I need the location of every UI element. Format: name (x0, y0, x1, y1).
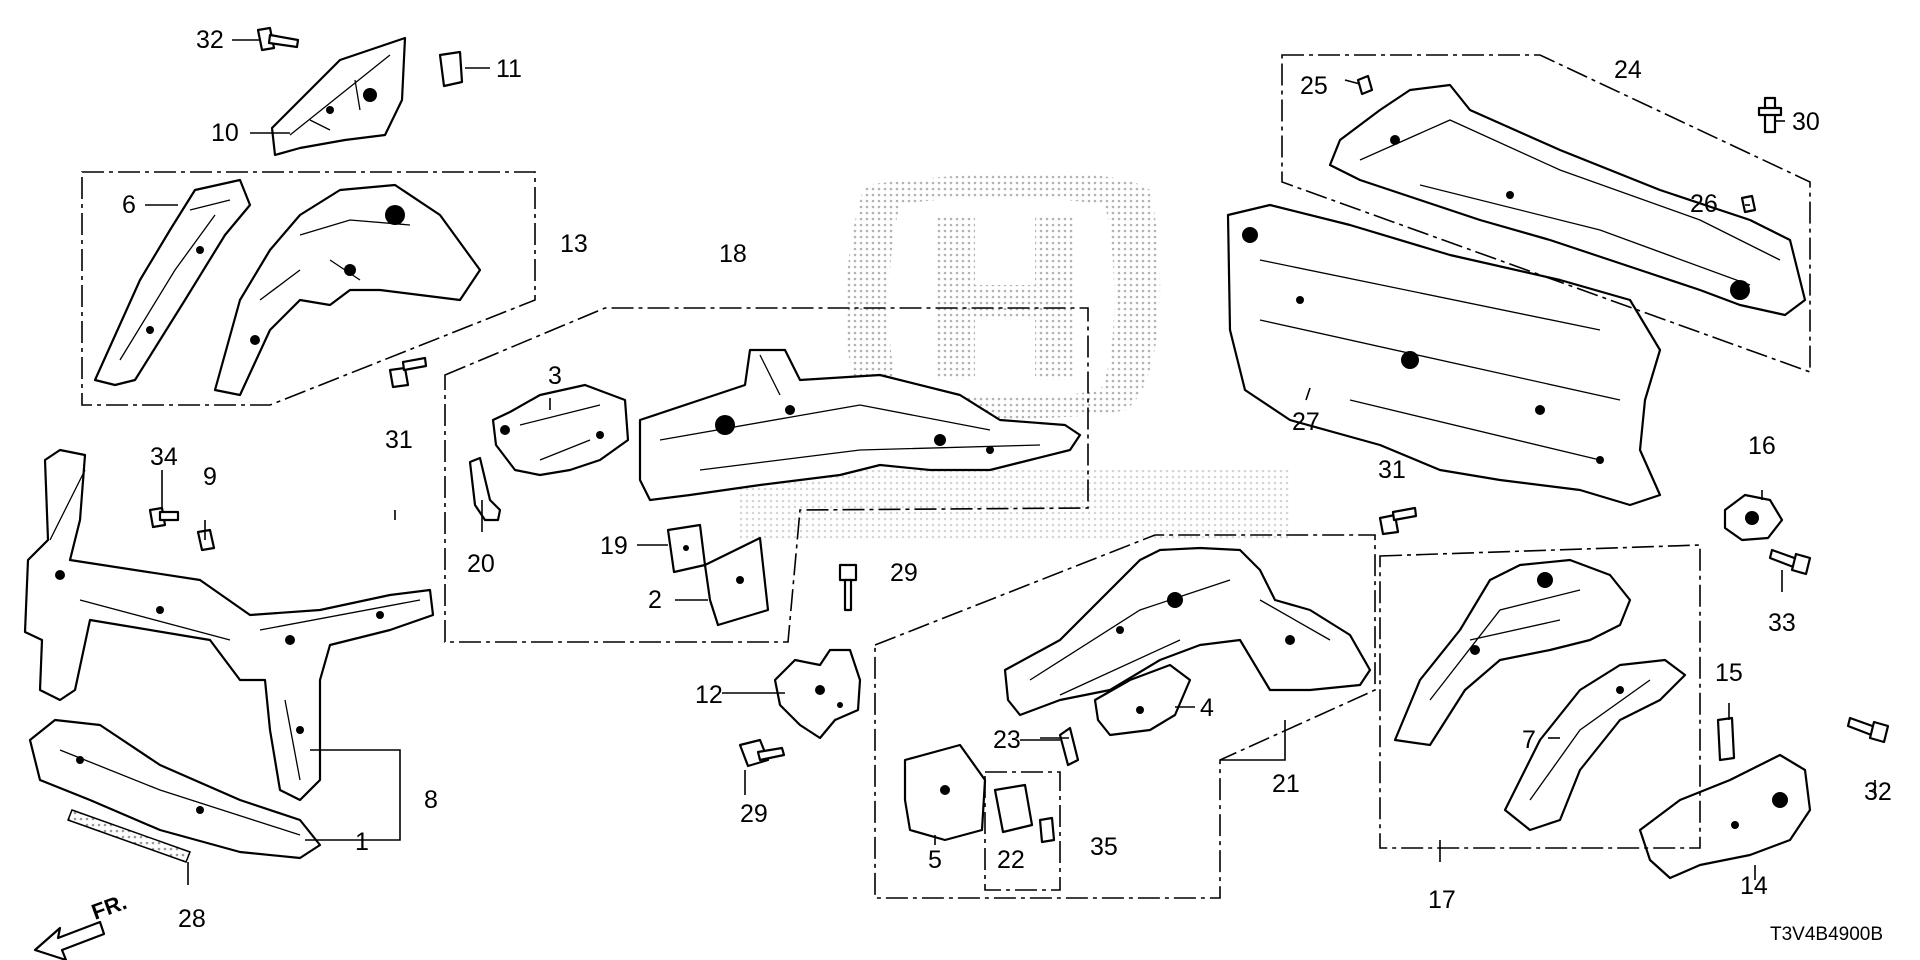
leader-lines (145, 39, 1876, 885)
callout-7: 7 (1522, 726, 1536, 754)
part-22-plate (993, 783, 1034, 834)
bolt-30 (1757, 96, 1783, 134)
part-6 (93, 178, 252, 387)
part-14-bracket (1638, 753, 1812, 880)
bolt-29-lower (738, 738, 786, 768)
group-18-outline (444, 307, 1089, 643)
callout-15: 15 (1715, 659, 1743, 687)
part-4-bracket (1093, 663, 1192, 737)
diagram-code: T3V4B4900B (1770, 924, 1883, 945)
part-11-clip (438, 50, 464, 88)
callout-25: 25 (1300, 72, 1328, 100)
callout-10: 10 (211, 119, 239, 147)
part-12-bracket (773, 648, 862, 740)
front-direction-arrow: FR. (33, 889, 130, 960)
part-18-frame-rail (638, 348, 1082, 502)
front-direction-label: FR. (88, 889, 130, 925)
callout-13: 13 (560, 230, 588, 258)
bolt-31-left (388, 356, 428, 389)
callout-32-right: 32 (1864, 778, 1892, 806)
callout-33: 33 (1768, 609, 1796, 637)
callout-9: 9 (203, 463, 217, 491)
callout-31-right: 31 (1378, 456, 1406, 484)
callout-30: 30 (1792, 108, 1820, 136)
clip-9 (196, 528, 216, 552)
callout-21: 21 (1272, 770, 1300, 798)
callout-16: 16 (1748, 432, 1776, 460)
callout-4: 4 (1200, 694, 1214, 722)
part-10 (270, 36, 407, 157)
group-13-outline (81, 171, 536, 406)
group-17-outline (1379, 544, 1701, 849)
part-21-frame-rail (1003, 546, 1372, 717)
callout-29-lower: 29 (740, 800, 768, 828)
bolt-31-right (1378, 506, 1418, 536)
group-24-outline (1281, 54, 1811, 374)
bolt-33 (1768, 548, 1812, 576)
part-17-wheelhouse (1393, 558, 1632, 747)
part-3-bracket (491, 383, 630, 477)
part-20-stay (468, 456, 502, 522)
callout-26: 26 (1690, 190, 1718, 218)
part-7-frame (1503, 658, 1687, 832)
bolt-34 (148, 506, 180, 529)
callout-27: 27 (1292, 408, 1320, 436)
part-26-clip (1740, 194, 1757, 214)
part-15-clip (1716, 716, 1736, 762)
part-25-clip (1356, 74, 1374, 96)
callout-11: 11 (496, 55, 522, 83)
callout-19: 19 (600, 532, 628, 560)
callout-22: 22 (997, 846, 1025, 874)
bolt-29-upper (838, 563, 858, 612)
callout-24: 24 (1614, 56, 1642, 84)
part-35-clip (1038, 816, 1056, 844)
callout-20: 20 (467, 550, 495, 578)
bolt-32-upper (256, 26, 300, 52)
callout-18: 18 (719, 240, 747, 268)
callout-labels: 32 11 10 6 13 31 18 3 20 19 2 34 9 8 1 2… (122, 26, 1892, 933)
callout-35: 35 (1090, 833, 1118, 861)
part-radiator-support (23, 448, 435, 802)
callout-34: 34 (150, 443, 178, 471)
group-21-outline (874, 534, 1376, 899)
callout-1: 1 (355, 828, 369, 856)
callout-32: 32 (196, 26, 224, 54)
callout-23: 23 (993, 726, 1021, 754)
part-5-plate (903, 743, 987, 842)
part-13-wheelhouse (213, 183, 482, 397)
callout-31-left: 31 (385, 426, 413, 454)
group-35-outline (984, 771, 1061, 891)
callout-2: 2 (648, 586, 662, 614)
callout-14: 14 (1740, 872, 1768, 900)
part-16-mount (1723, 493, 1784, 542)
part-2-plate (703, 536, 770, 627)
callout-29-upper: 29 (890, 559, 918, 587)
callout-8: 8 (424, 786, 438, 814)
callout-3: 3 (548, 362, 562, 390)
part-28-seal-strip (67, 809, 191, 863)
brand-watermark (740, 172, 1290, 540)
callout-12: 12 (695, 681, 723, 709)
callout-5: 5 (928, 846, 942, 874)
group-outlines (81, 54, 1811, 899)
part-23-stay (1058, 726, 1080, 767)
part-19-plate (666, 523, 707, 574)
bolt-32-right (1846, 716, 1890, 744)
callout-28: 28 (178, 905, 206, 933)
callout-6: 6 (122, 191, 136, 219)
part-1-lower-crossmember (28, 718, 322, 860)
callout-17: 17 (1428, 886, 1456, 914)
part-24-cowl-top (1328, 83, 1807, 317)
